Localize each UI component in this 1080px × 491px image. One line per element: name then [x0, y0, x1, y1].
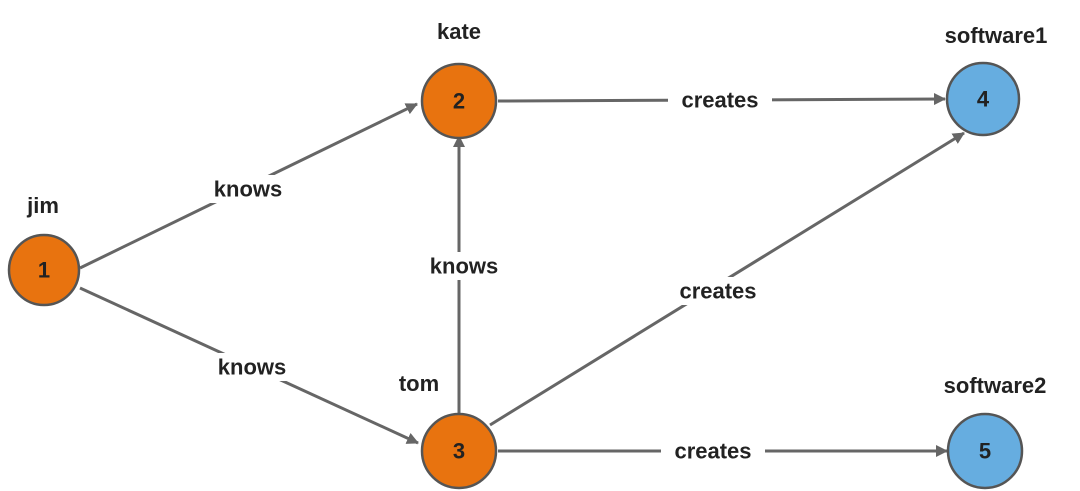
edge-label: creates — [681, 88, 758, 113]
node-id-label: 3 — [453, 439, 465, 464]
edge-label: creates — [674, 439, 751, 464]
edge-label-bg — [203, 175, 293, 203]
node-name-label: kate — [437, 19, 481, 44]
edges-layer: knows knows knows creates creates create… — [79, 86, 965, 465]
node-circle — [420, 412, 498, 490]
node-circle — [420, 62, 498, 140]
edge-label: knows — [430, 254, 498, 279]
node-name-label: software1 — [945, 23, 1048, 48]
node-circle — [7, 233, 81, 307]
node-software1: software1 4 — [945, 23, 1048, 137]
node-id-label: 4 — [977, 87, 990, 112]
edge-label: knows — [214, 177, 282, 202]
edge-label-bg — [661, 437, 765, 465]
edge-label: knows — [218, 355, 286, 380]
node-id-label: 2 — [453, 89, 465, 114]
edge-label: creates — [679, 279, 756, 304]
edge-label-bg — [666, 277, 770, 305]
node-circle — [945, 61, 1021, 137]
node-name-label: tom — [399, 371, 439, 396]
edge-label-bg — [419, 252, 509, 280]
node-software2: software2 5 — [944, 373, 1047, 490]
edge-tom-knows-kate: knows — [419, 135, 509, 414]
edge-tom-creates-software1: creates — [489, 131, 965, 427]
node-name-label: software2 — [944, 373, 1047, 398]
edge-jim-knows-tom: knows — [79, 286, 419, 445]
edge-label-bg — [668, 86, 772, 114]
edge-tom-creates-software2: creates — [498, 437, 948, 465]
node-circle — [946, 412, 1024, 490]
node-name-label: jim — [26, 193, 59, 218]
node-kate: kate 2 — [420, 19, 498, 140]
edge-jim-knows-kate: knows — [79, 102, 418, 270]
node-id-label: 5 — [979, 439, 991, 464]
nodes-layer: jim 1 kate 2 tom 3 software1 4 software2… — [7, 19, 1048, 490]
edge-label-bg — [207, 353, 297, 381]
edge-kate-creates-software1: creates — [497, 86, 946, 114]
node-id-label: 1 — [38, 258, 50, 283]
node-tom: tom 3 — [399, 371, 498, 490]
node-jim: jim 1 — [7, 193, 81, 307]
